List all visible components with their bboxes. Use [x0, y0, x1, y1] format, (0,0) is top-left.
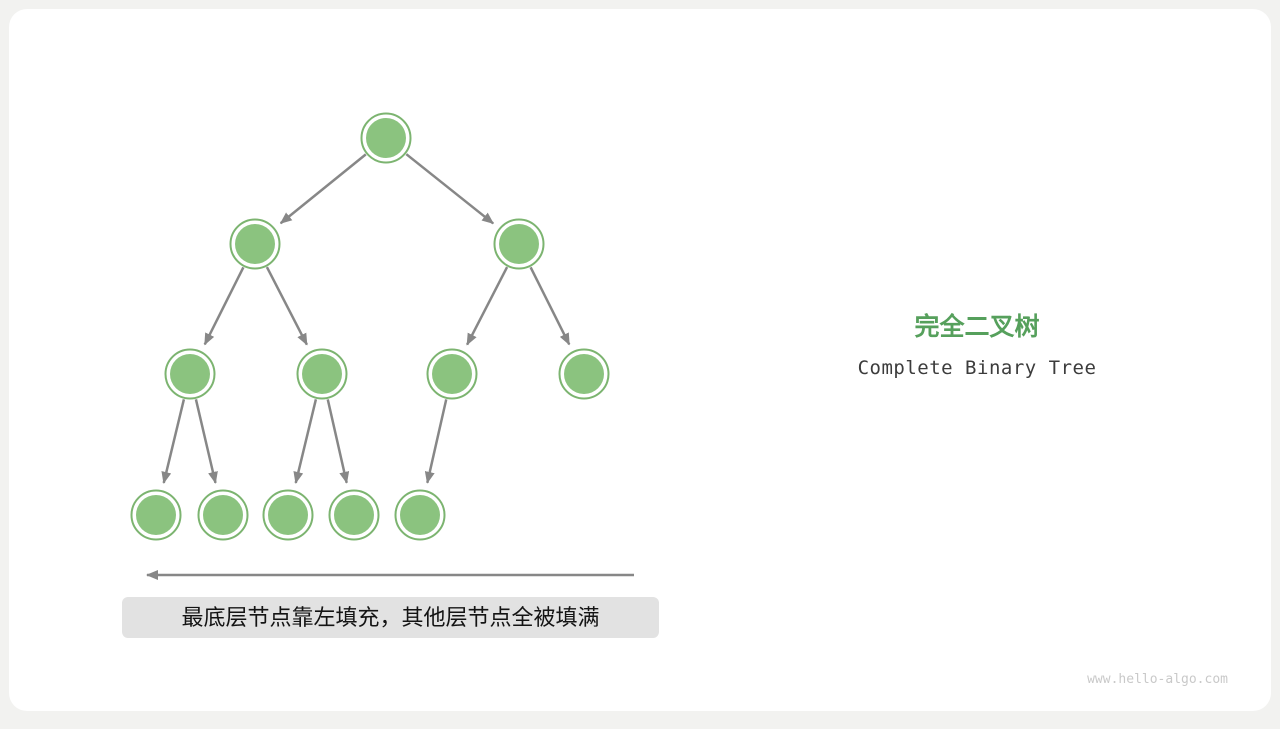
tree-node — [426, 348, 478, 400]
tree-node — [394, 489, 446, 541]
tree-edge — [529, 266, 571, 346]
tree-node — [229, 218, 281, 270]
tree-node — [262, 489, 314, 541]
caption-box: 最底层节点靠左填充，其他层节点全被填满 — [122, 597, 659, 638]
diagram-title-en: Complete Binary Tree — [857, 357, 1097, 379]
tree-edge — [424, 399, 448, 484]
tree-edge — [293, 398, 318, 484]
tree-edge — [466, 266, 509, 346]
tree-edge — [203, 266, 245, 346]
tree-node — [296, 348, 348, 400]
watermark-text: www.hello-algo.com — [1087, 672, 1228, 687]
tree-node — [197, 489, 249, 541]
tree-node — [328, 489, 380, 541]
diagram-card: 完全二叉树 Complete Binary Tree 最底层节点靠左填充，其他层… — [9, 9, 1271, 711]
tree-node — [558, 348, 610, 400]
tree-edge — [326, 399, 350, 484]
tree-node — [164, 348, 216, 400]
diagram-title-zh: 完全二叉树 — [914, 313, 1040, 341]
tree-canvas — [130, 112, 634, 580]
tree-edge — [265, 266, 308, 346]
tree-edge — [161, 398, 186, 484]
tree-edge — [279, 153, 367, 225]
tree-node — [130, 489, 182, 541]
tree-edge — [405, 153, 494, 225]
tree-node — [493, 218, 545, 270]
tree-node — [360, 112, 412, 164]
tree-edge — [194, 399, 218, 484]
